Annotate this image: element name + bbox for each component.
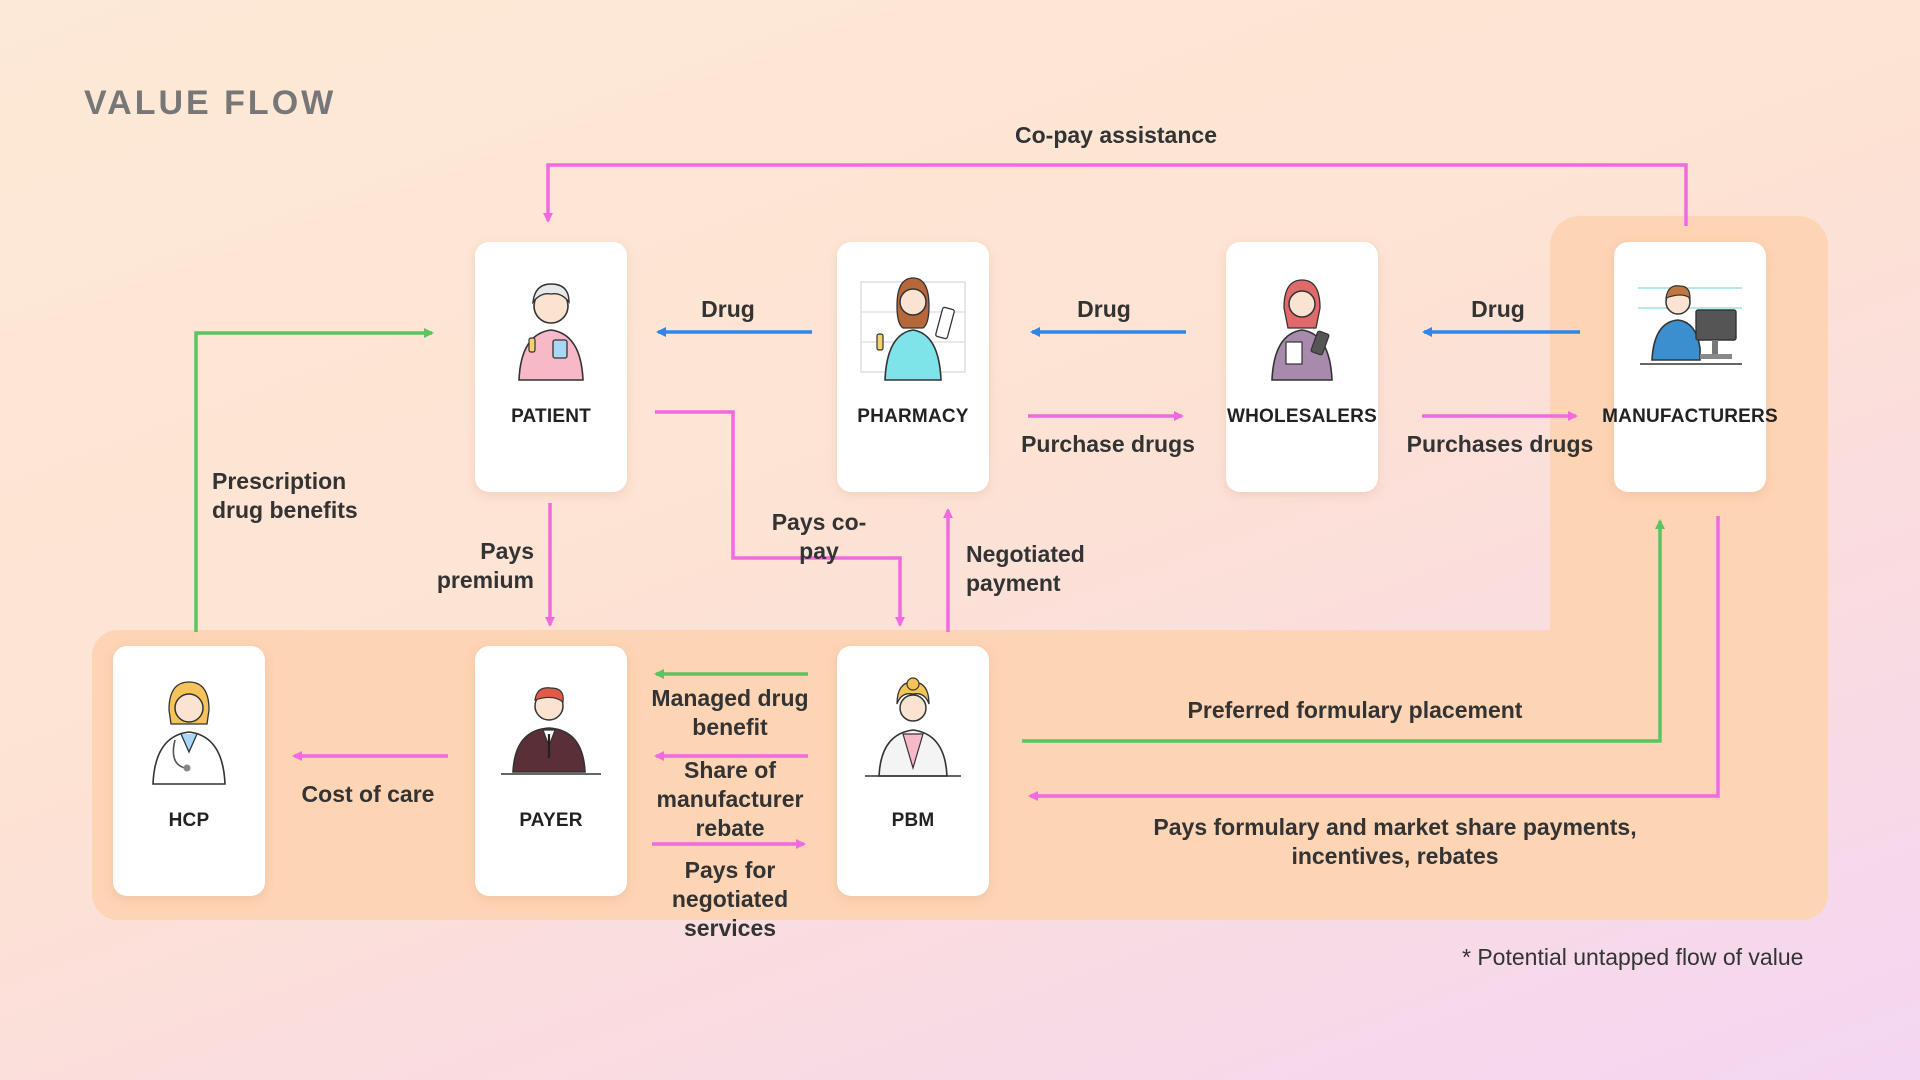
- share-of-rebate-label: Share of manufacturer rebate: [656, 757, 804, 841]
- managed-drug-benefit-label: Managed drug benefit: [651, 685, 809, 740]
- preferred-formulary-label: Preferred formulary placement: [1187, 697, 1523, 723]
- pharmacy-label: PHARMACY: [857, 406, 969, 427]
- pharmacist-icon: [860, 277, 966, 381]
- manufacturer-icon: [1638, 285, 1742, 365]
- prescription-drug-benefits-label: Prescription drug benefits: [212, 468, 358, 523]
- drug-manufacturer-wholesaler-label: Drug: [1471, 296, 1525, 322]
- pbm-card[interactable]: PBM: [837, 646, 989, 896]
- purchases-drugs-label: Purchases drugs: [1406, 431, 1594, 457]
- drug-wholesaler-pharmacy-label: Drug: [1077, 296, 1131, 322]
- pbm-label: PBM: [891, 810, 935, 831]
- wholesalers-label: WHOLESALERS: [1227, 406, 1377, 427]
- purchase-drugs-label: Purchase drugs: [1021, 431, 1195, 457]
- cost-of-care-label: Cost of care: [301, 781, 435, 807]
- wholesaler-icon: [1271, 279, 1333, 381]
- pays-formulary-payments-label: Pays formulary and market share payments…: [1153, 814, 1637, 869]
- payer-card[interactable]: PAYER: [475, 646, 627, 896]
- patient-icon: [518, 283, 584, 381]
- manufacturers-card[interactable]: MANUFACTURERS: [1602, 242, 1778, 492]
- page-title: VALUE FLOW: [84, 84, 337, 122]
- pays-negotiated-services-label: Pays for negotiated services: [671, 857, 789, 941]
- payer-icon: [501, 687, 601, 775]
- pbm-icon: [865, 677, 961, 777]
- copay-assistance-label: Co-pay assistance: [1015, 122, 1217, 148]
- arrow-prescription-drug-benefits: [194, 328, 434, 632]
- arrow-pays-copay: [655, 410, 905, 627]
- patient-card[interactable]: PATIENT: [475, 242, 627, 492]
- hcp-card[interactable]: HCP: [113, 646, 265, 896]
- pharmacy-card[interactable]: PHARMACY: [837, 242, 989, 492]
- manufacturers-label: MANUFACTURERS: [1602, 406, 1778, 427]
- arrow-preferred-formulary: [1022, 519, 1665, 743]
- doctor-icon: [152, 681, 226, 785]
- negotiated-payment-label: Negotiated payment: [966, 541, 1085, 596]
- payer-label: PAYER: [519, 810, 583, 831]
- wholesalers-card[interactable]: WHOLESALERS: [1226, 242, 1378, 492]
- arrow-pays-formulary-payments: [1028, 516, 1720, 801]
- arrow-copay-assistance: [543, 163, 1688, 226]
- pays-copay-label: Pays co-pay: [771, 509, 867, 564]
- footnote: * Potential untapped flow of value: [1462, 944, 1804, 970]
- drug-pharmacy-patient-label: Drug: [701, 296, 755, 322]
- hcp-label: HCP: [168, 810, 210, 831]
- pays-premium-label: Pays premium: [436, 538, 534, 593]
- patient-label: PATIENT: [511, 406, 591, 427]
